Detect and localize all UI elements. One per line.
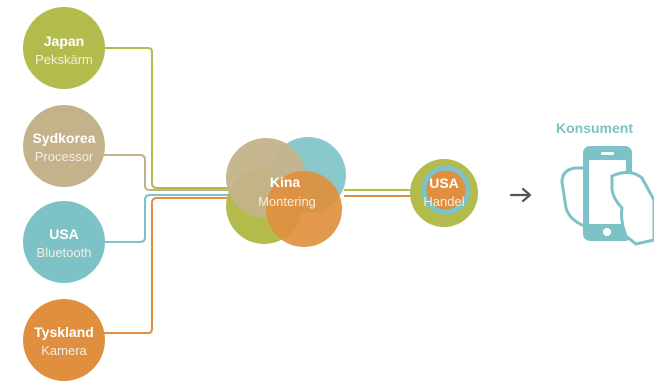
supplier-country: Japan bbox=[44, 33, 84, 49]
supplier-circle bbox=[23, 201, 105, 283]
retail-node: USA Handel bbox=[410, 159, 478, 227]
arrow-icon bbox=[509, 187, 532, 203]
supplier-circle bbox=[23, 105, 105, 187]
phone-speaker bbox=[601, 152, 614, 155]
connector-lines bbox=[104, 47, 412, 334]
retail-country: USA bbox=[429, 175, 459, 191]
connector-tyskland bbox=[104, 197, 232, 334]
supplier-circle bbox=[23, 7, 105, 89]
supplier-usa: USA Bluetooth bbox=[23, 201, 105, 283]
connector-usa bbox=[104, 194, 232, 243]
smartphone-hand-icon bbox=[560, 146, 654, 246]
retail-role: Handel bbox=[423, 194, 464, 209]
assembly-circle-orange bbox=[266, 171, 342, 247]
supplier-country: Tyskland bbox=[34, 324, 94, 340]
supplier-role: Pekskärm bbox=[35, 52, 93, 67]
retail-ring bbox=[421, 165, 471, 215]
supplier-country: Sydkorea bbox=[32, 130, 95, 146]
supplier-role: Kamera bbox=[41, 343, 87, 358]
connector-sydkorea bbox=[104, 154, 232, 191]
assembly-role: Montering bbox=[258, 194, 316, 209]
thumb-shape bbox=[610, 171, 654, 246]
supplier-sydkorea: Sydkorea Processor bbox=[23, 105, 105, 187]
supplier-japan: Japan Pekskärm bbox=[23, 7, 105, 89]
supplier-role: Processor bbox=[35, 149, 94, 164]
assembly-country: Kina bbox=[270, 174, 301, 190]
supplier-role: Bluetooth bbox=[37, 245, 92, 260]
phone-home-button bbox=[603, 228, 611, 236]
supplier-country: USA bbox=[49, 226, 79, 242]
supplier-tyskland: Tyskland Kamera bbox=[23, 299, 105, 381]
connector-japan bbox=[104, 47, 232, 189]
assembly-cluster: Kina Montering bbox=[226, 137, 346, 247]
supplier-circle bbox=[23, 299, 105, 381]
consumer-label: Konsument bbox=[556, 120, 633, 136]
